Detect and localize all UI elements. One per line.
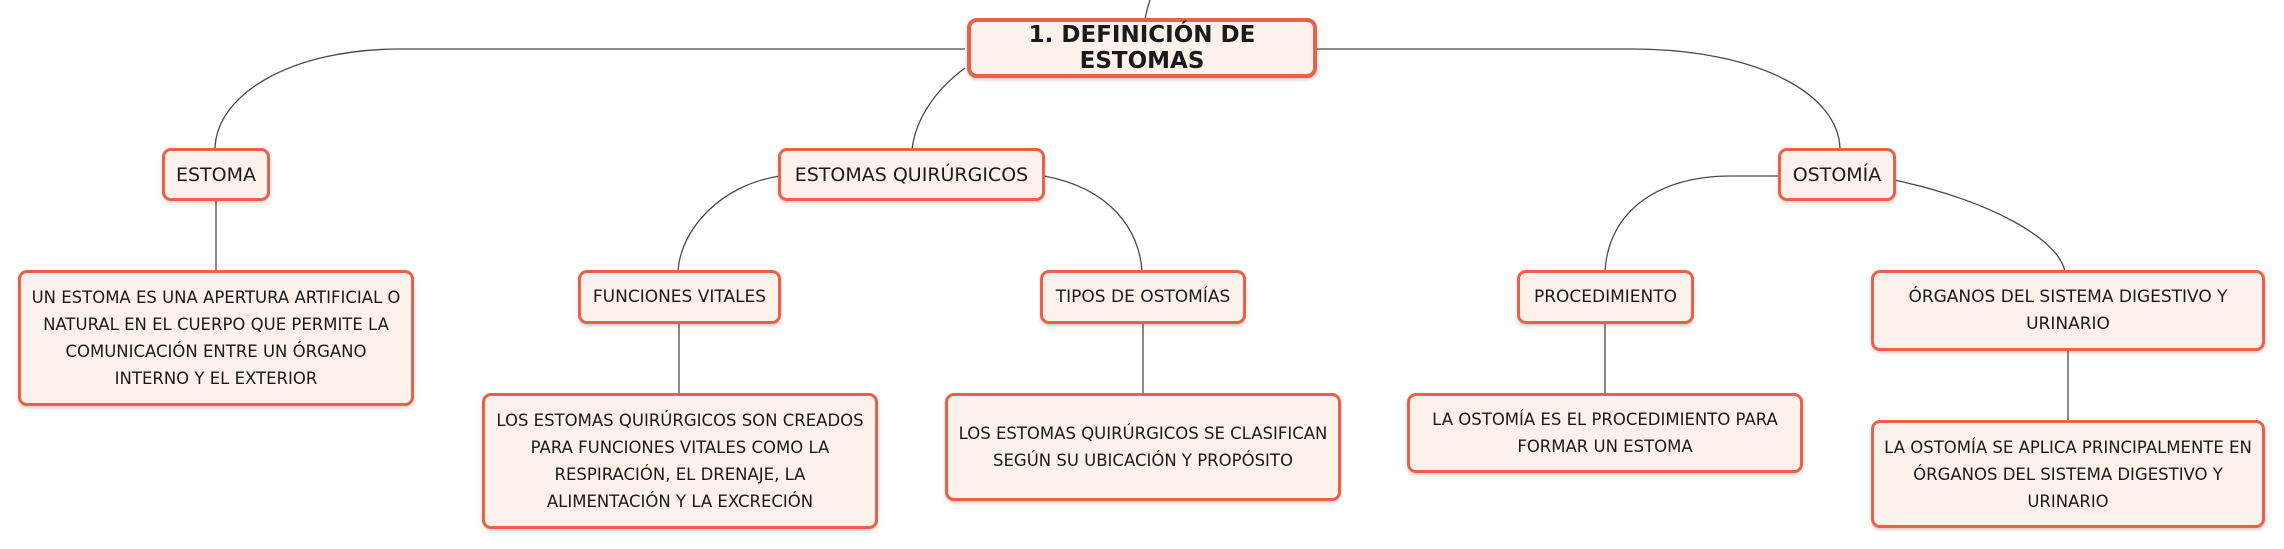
- node-estomas-quirurgicos[interactable]: ESTOMAS QUIRÚRGICOS: [778, 148, 1045, 201]
- node-funciones-vitales[interactable]: FUNCIONES VITALES: [578, 270, 781, 324]
- root-node[interactable]: 1. DEFINICIÓN DE ESTOMAS: [967, 18, 1317, 78]
- connector-ostomia-procedimiento: [1604, 175, 1780, 273]
- node-tipos-ostomias[interactable]: TIPOS DE OSTOMÍAS: [1040, 270, 1246, 324]
- connector-root-quirurgicos: [911, 67, 966, 151]
- node-organos-description[interactable]: LA OSTOMÍA SE APLICA PRINCIPALMENTE EN Ó…: [1871, 420, 2265, 528]
- node-estoma[interactable]: ESTOMA: [162, 148, 270, 201]
- connector-root-parent: [1144, 0, 1151, 21]
- node-funciones-vitales-description[interactable]: LOS ESTOMAS QUIRÚRGICOS SON CREADOS PARA…: [482, 393, 878, 529]
- node-procedimiento[interactable]: PROCEDIMIENTO: [1517, 270, 1694, 324]
- node-procedimiento-description[interactable]: LA OSTOMÍA ES EL PROCEDIMIENTO PARA FORM…: [1407, 393, 1803, 473]
- connector-quirurgicos-tipos: [1043, 175, 1143, 273]
- node-ostomia[interactable]: OSTOMÍA: [1778, 148, 1896, 201]
- connector-ostomia-organos: [1893, 179, 2066, 273]
- node-organos[interactable]: ÓRGANOS DEL SISTEMA DIGESTIVO Y URINARIO: [1871, 270, 2265, 351]
- connector-root-ostomia: [1315, 48, 1841, 151]
- connector-root-estoma: [214, 48, 965, 151]
- node-estoma-description[interactable]: UN ESTOMA ES UNA APERTURA ARTIFICIAL O N…: [18, 270, 414, 406]
- connector-quirurgicos-funciones: [677, 175, 781, 273]
- node-tipos-ostomias-description[interactable]: LOS ESTOMAS QUIRÚRGICOS SE CLASIFICAN SE…: [945, 393, 1341, 501]
